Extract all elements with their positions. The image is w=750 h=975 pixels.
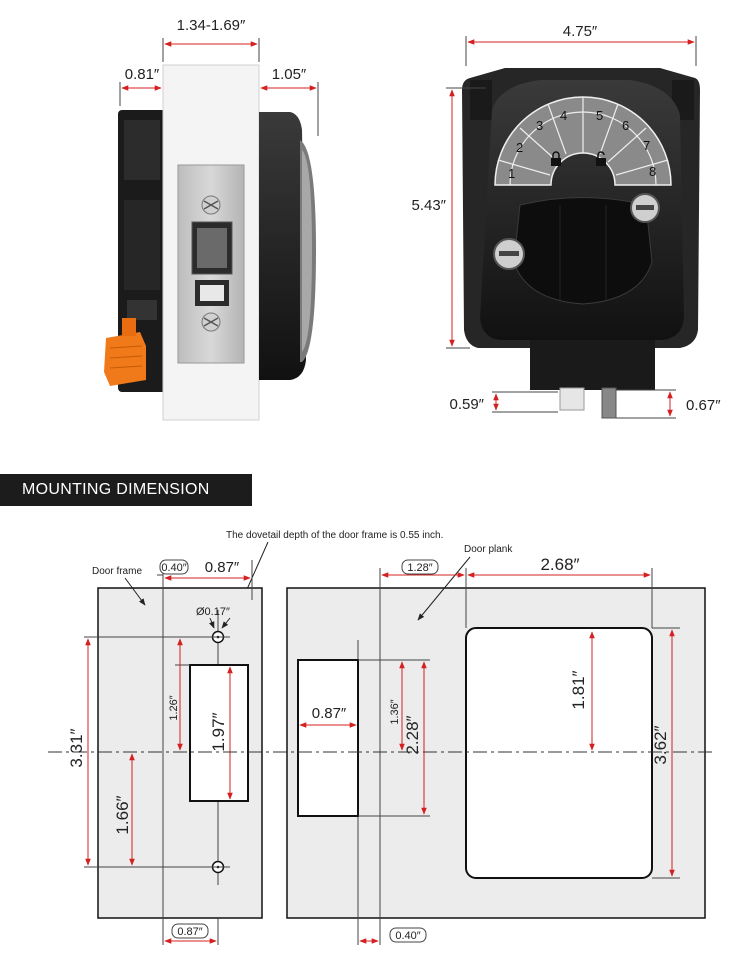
plank-large-cutout (465, 627, 653, 879)
hole-diameter-label: Ø0.17″ (196, 606, 230, 618)
inner-depth-label: 0.81″ (125, 66, 160, 83)
door-plank-label-text: Door plank (464, 544, 513, 555)
cutout-width-label: 2.68″ (540, 555, 579, 574)
plank-slot-cutout (297, 659, 359, 817)
orange-thumb-turn-icon (104, 318, 146, 386)
front-view: 1 2 3 4 5 6 7 8 (411, 23, 721, 419)
latch-bolt (559, 387, 585, 411)
frame-bottom-offset-label: 0.87″ (177, 926, 202, 938)
unlock-icon (596, 151, 606, 166)
frame-hole-offset-label: 0.87″ (205, 559, 240, 576)
upper-to-slot-label: 1.26″ (168, 695, 180, 720)
lock-icon (551, 151, 561, 166)
key-6: 6 (622, 118, 629, 133)
key-7: 7 (643, 138, 650, 153)
side-view: 1.34-1.69″ 0.81″ 1.05″ (104, 17, 319, 421)
door-plank-drawing: Door plank 1.28″ 2.68″ 1.81″ 3.62″ 0.87″… (286, 544, 706, 945)
plank-edge-offset-label: 1.28″ (407, 562, 432, 574)
bottom-left-depth-label: 0.59″ (449, 396, 484, 413)
cutout-height-label: 3.62″ (651, 725, 670, 764)
key-5: 5 (596, 108, 603, 123)
slot-width-label: 0.87″ (312, 705, 347, 722)
frame-total-height-label: 3.31″ (67, 728, 86, 767)
door-frame-drawing: The dovetail depth of the door frame is … (67, 530, 443, 945)
slot-height-label: 1.97″ (209, 712, 228, 751)
keypad-arc: 1 2 3 4 5 6 7 8 (494, 96, 672, 186)
slot-height-plank-label: 2.28″ (403, 715, 422, 754)
key-cylinder-icon (630, 193, 660, 223)
key-1: 1 (508, 166, 515, 181)
outer-depth-label: 1.05″ (272, 66, 307, 83)
frame-edge-offset-label: 0.40″ (161, 562, 186, 574)
key-cylinder-icon (493, 238, 525, 270)
key-4: 4 (560, 108, 567, 123)
hole-to-center-label: 1.66″ (113, 795, 132, 834)
outer-housing (259, 112, 306, 380)
slot-upper-label: 1.36″ (389, 699, 401, 724)
dovetail-note: The dovetail depth of the door frame is … (226, 530, 443, 541)
key-3: 3 (536, 118, 543, 133)
key-2: 2 (516, 140, 523, 155)
bottom-right-depth-label: 0.67″ (686, 397, 721, 414)
overall-width-label: 4.75″ (563, 23, 598, 40)
key-8: 8 (649, 164, 656, 179)
plank-bottom-offset-label: 0.40″ (395, 930, 420, 942)
paddle-handle (513, 197, 653, 305)
frame-slot-cutout (189, 664, 249, 802)
latch-housing (530, 340, 655, 390)
section-banner: MOUNTING DIMENSION (0, 474, 252, 506)
overall-height-label: 5.43″ (411, 197, 446, 214)
door-frame-label: Door frame (92, 566, 142, 577)
cutout-half-height-label: 1.81″ (569, 670, 588, 709)
door-thickness-label: 1.34-1.69″ (177, 17, 246, 34)
section-title: MOUNTING DIMENSION (22, 481, 210, 498)
